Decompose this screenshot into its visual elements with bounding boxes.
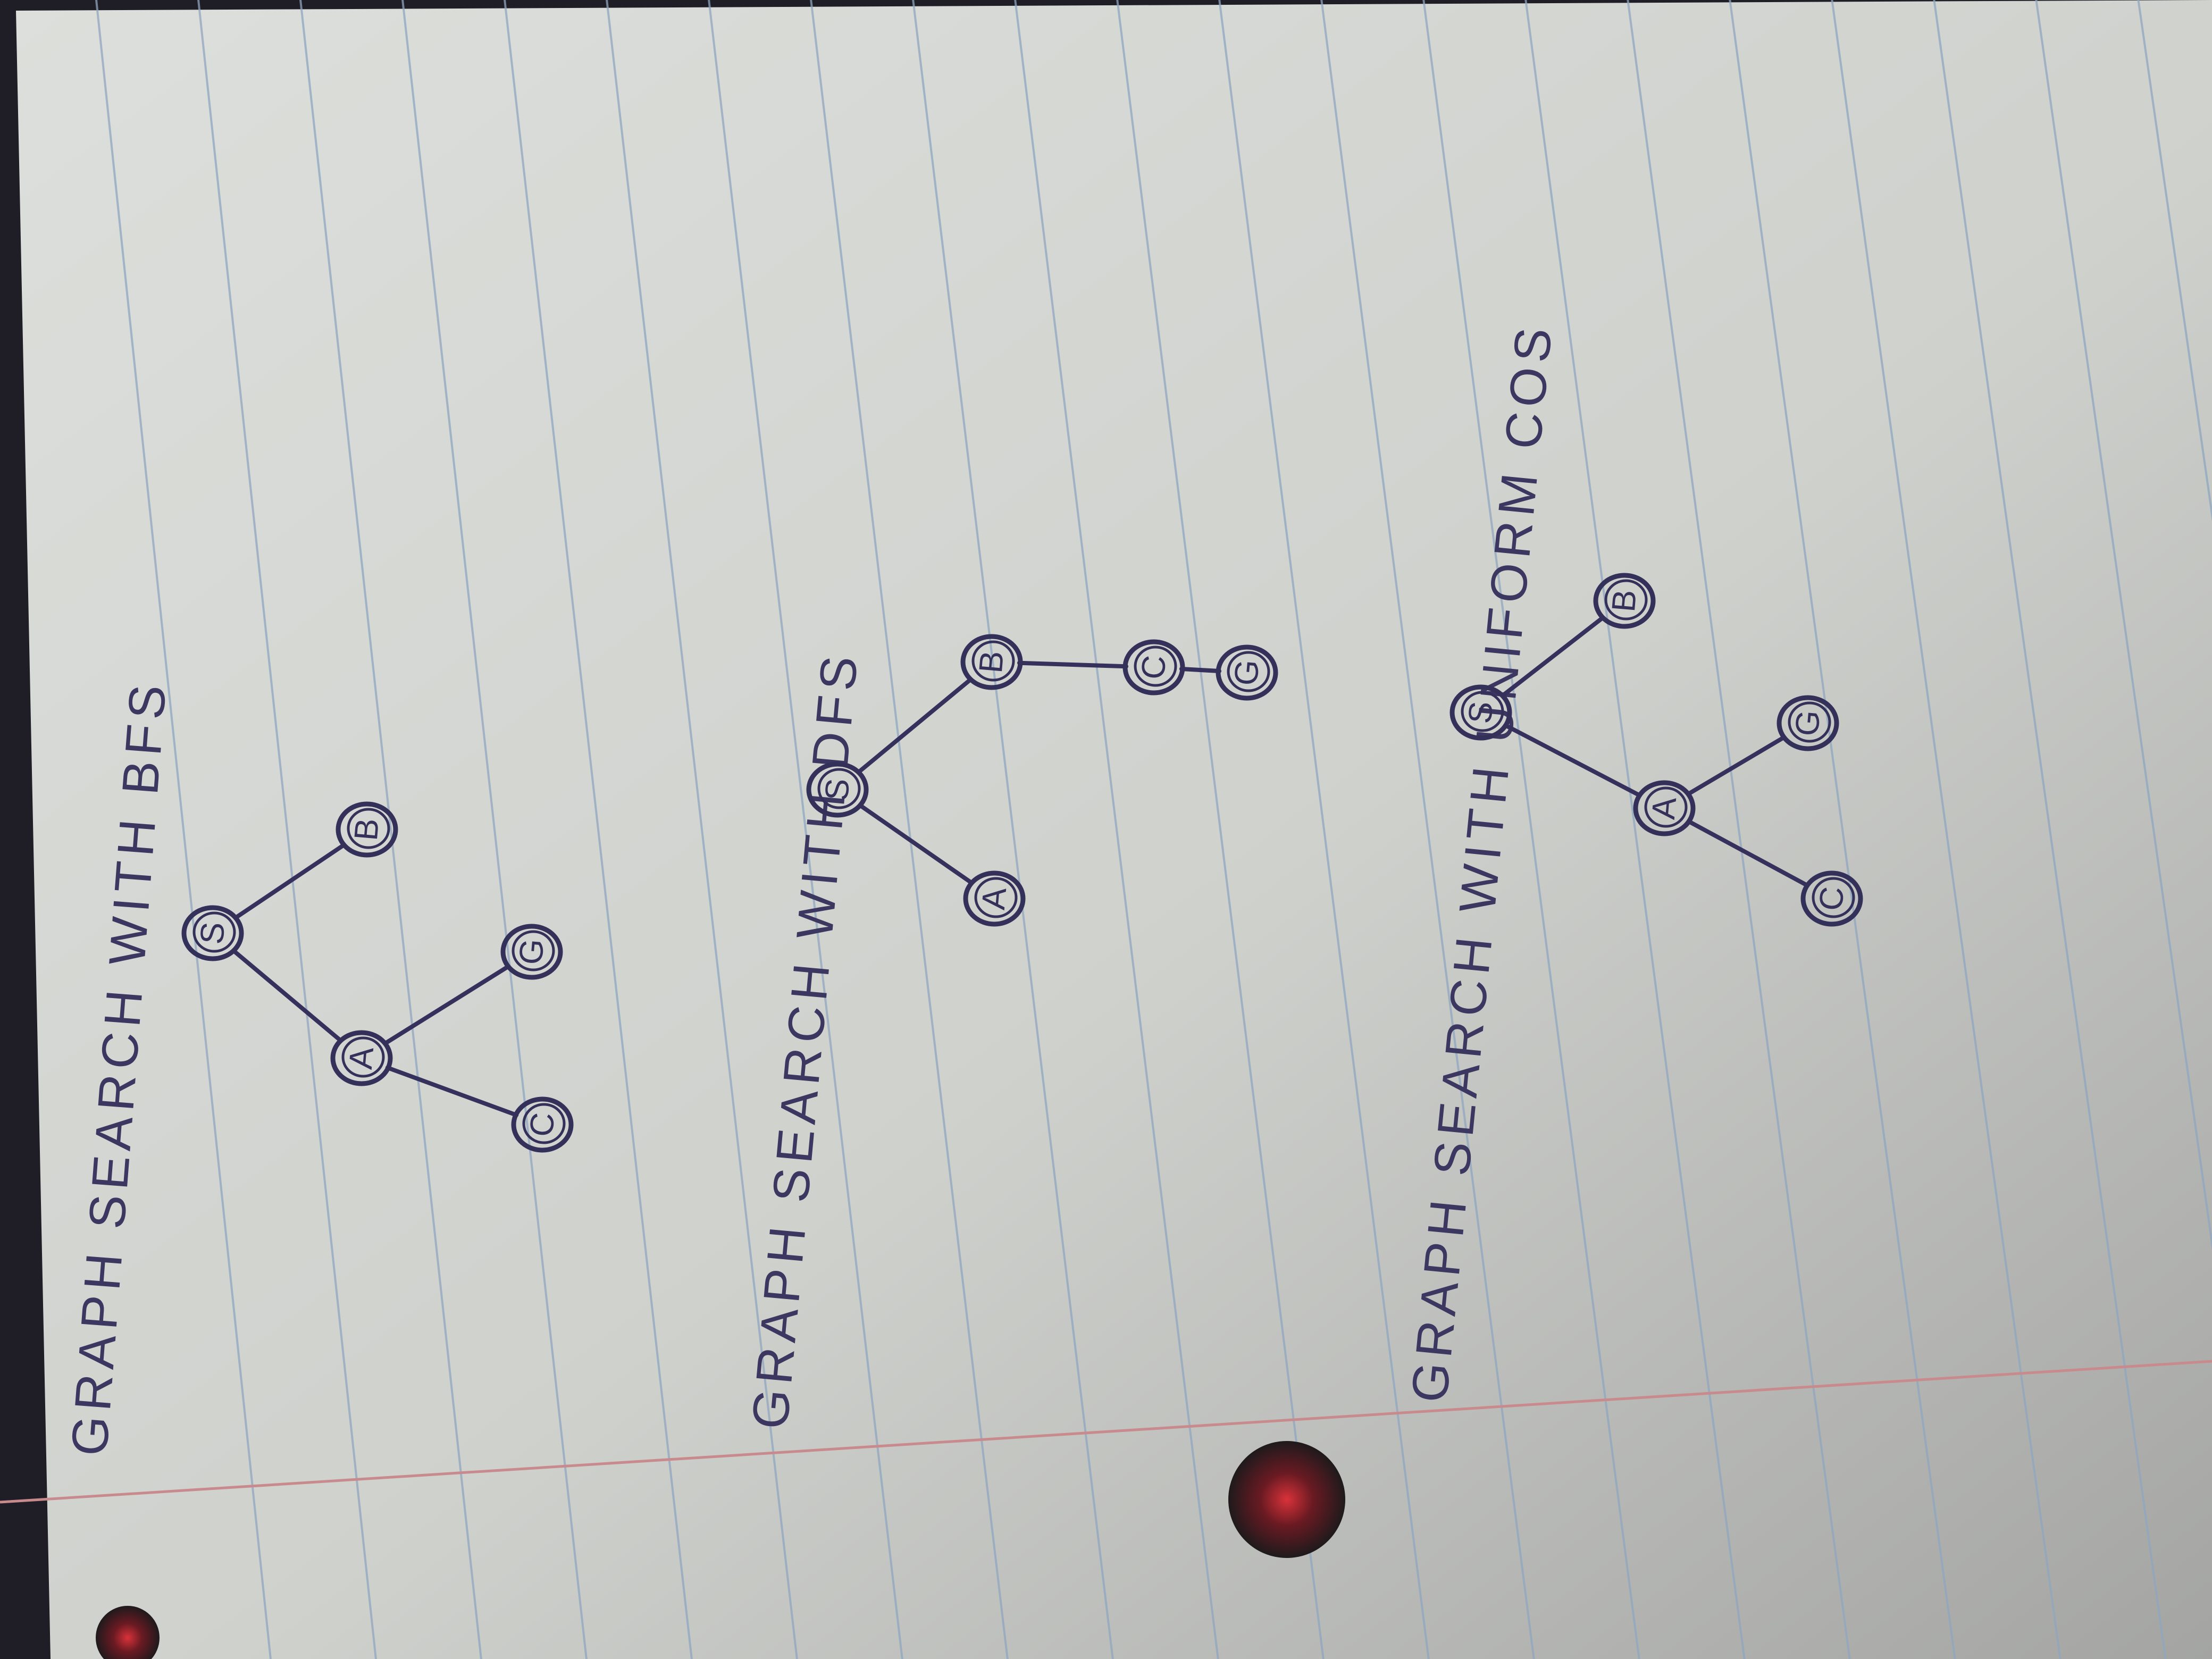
edge-s-b <box>857 677 973 774</box>
node-label: A <box>975 886 1013 911</box>
node-label: A <box>342 1045 381 1071</box>
rule-line <box>606 0 798 1659</box>
dark-corner <box>0 0 16 74</box>
rule-line <box>912 0 1114 1659</box>
rule-line <box>2035 0 2212 1251</box>
edge-s-b <box>1501 615 1605 698</box>
edge-c-g <box>1179 666 1222 674</box>
node-a: A <box>330 1030 393 1086</box>
graph-bfs: S A B C G <box>181 801 574 1153</box>
rule-line <box>1014 0 1219 1659</box>
node-label: G <box>513 937 551 966</box>
rule-line <box>95 0 272 1659</box>
node-g: G <box>500 924 563 980</box>
rule-line <box>504 0 693 1659</box>
edge-s-a <box>858 803 974 885</box>
node-g: G <box>1777 695 1839 751</box>
node-label: C <box>1813 885 1851 912</box>
node-label: B <box>1605 588 1644 613</box>
graph-dfs: S A B C G <box>806 634 1278 927</box>
rule-line <box>1933 0 2167 1659</box>
rule-line <box>2137 0 2212 522</box>
node-label: S <box>818 777 857 802</box>
node-label: S <box>194 920 232 945</box>
rule-line <box>299 0 482 1659</box>
node-s: S <box>181 905 244 961</box>
rule-line <box>1422 0 1640 1659</box>
node-label: G <box>1789 709 1828 738</box>
node-label: S <box>1462 700 1500 725</box>
node-b: B <box>960 634 1023 690</box>
node-label: C <box>1135 654 1174 681</box>
node-label: A <box>1645 795 1683 821</box>
node-label: C <box>523 1111 562 1138</box>
node-a: A <box>1633 780 1696 836</box>
rule-line <box>1729 0 1956 1659</box>
edge-a-c <box>1686 819 1810 888</box>
paper-sheet <box>16 0 2212 1659</box>
node-s: S <box>1449 684 1512 741</box>
edge-s-a <box>231 949 343 1043</box>
node-c: C <box>1800 870 1863 927</box>
node-a: A <box>963 870 1026 927</box>
node-label: B <box>348 817 386 842</box>
rule-line <box>197 0 377 1659</box>
rule-line <box>1524 0 1746 1659</box>
rule-line <box>1831 0 2062 1659</box>
edge-a-g <box>1686 735 1787 797</box>
ruled-lines <box>95 0 2212 1659</box>
rule-line <box>1116 0 1325 1659</box>
punch-hole <box>1228 1441 1345 1558</box>
edge-s-b <box>233 843 346 920</box>
punch-holes <box>96 1441 1345 1659</box>
node-label: B <box>973 649 1011 674</box>
punch-hole <box>96 1606 160 1659</box>
edge-s-a <box>1503 723 1642 798</box>
node-b: B <box>336 801 398 858</box>
rule-line <box>810 0 1009 1659</box>
edge-b-c <box>1017 660 1129 669</box>
node-label: G <box>1228 658 1267 687</box>
rule-line <box>1218 0 1430 1659</box>
rule-line <box>708 0 903 1659</box>
node-b: B <box>1593 573 1656 629</box>
node-s: S <box>806 761 869 818</box>
graph-uniform-cost: S A B C G <box>1449 573 1863 927</box>
node-c: C <box>511 1096 574 1153</box>
edge-a-g <box>383 964 510 1046</box>
rule-line <box>1320 0 1535 1659</box>
margin-line <box>0 1360 2212 1504</box>
edge-a-c <box>385 1065 519 1118</box>
rule-line <box>401 0 588 1659</box>
node-g: G <box>1216 644 1278 701</box>
node-c: C <box>1122 639 1185 696</box>
